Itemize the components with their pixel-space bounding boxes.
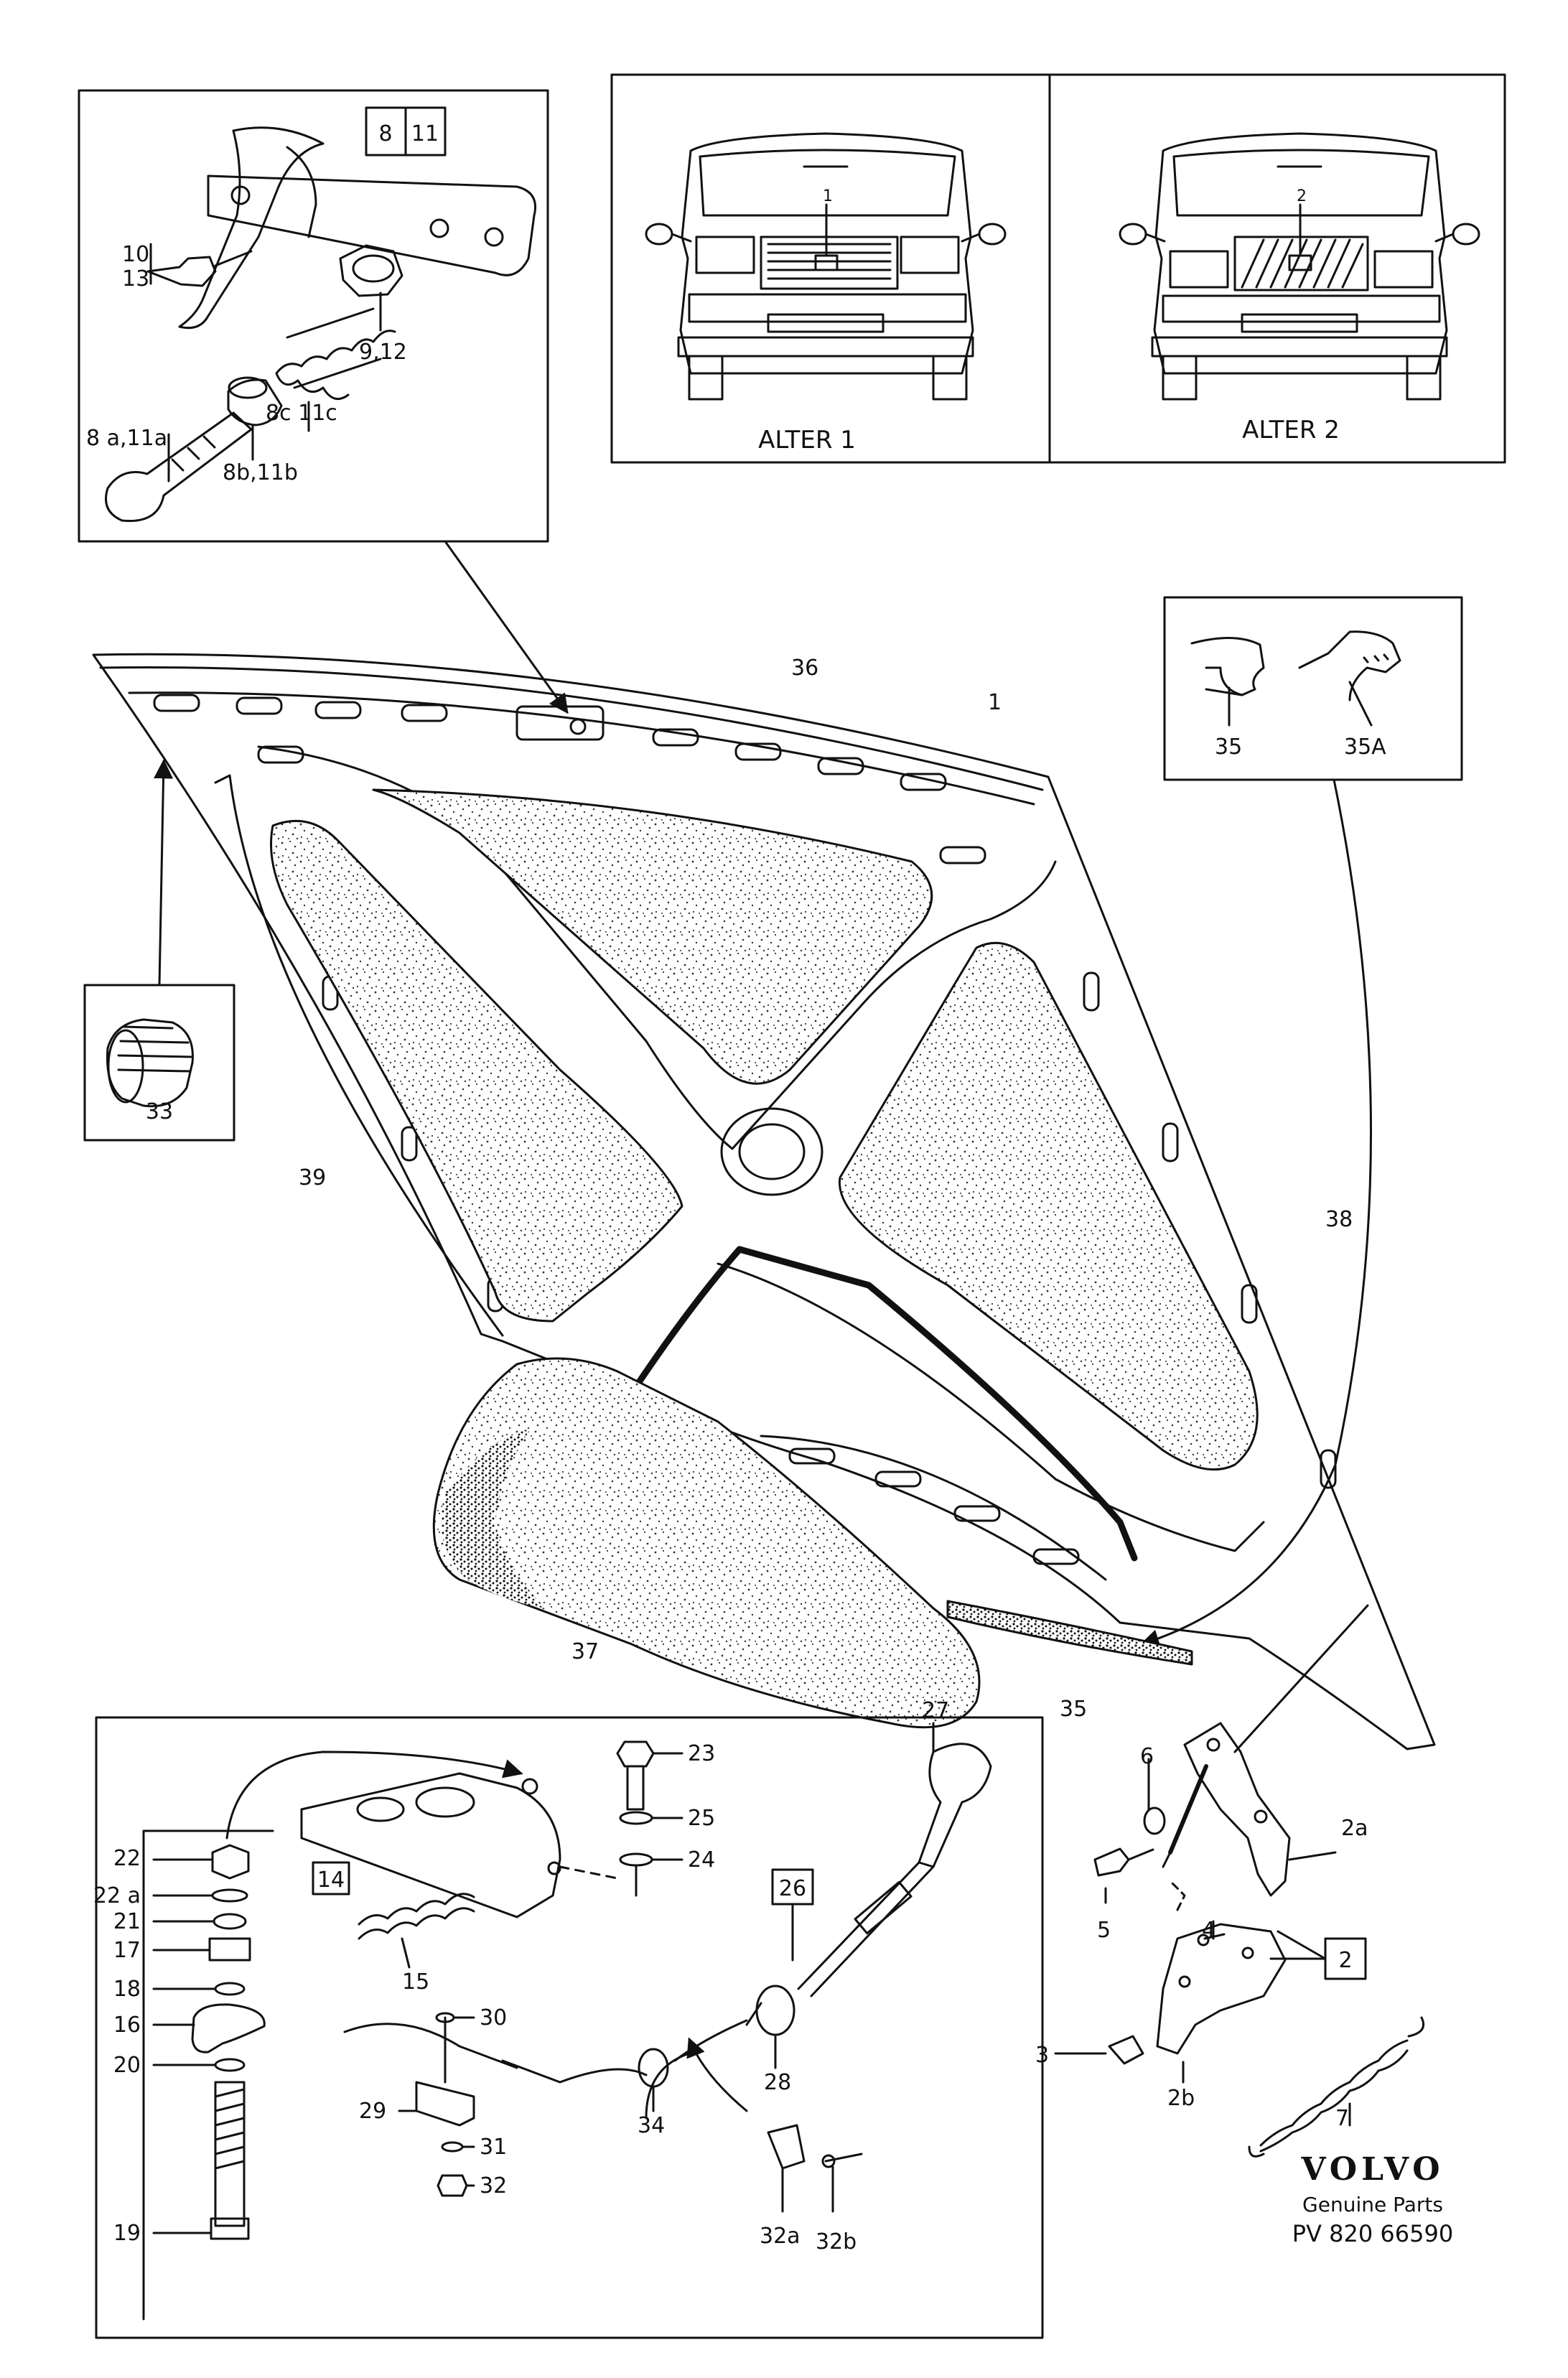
release-grommet-label: 28	[764, 2070, 791, 2095]
latch-bush-label: 8b,11b	[223, 460, 298, 485]
part-code: PV 820 66590	[1292, 2220, 1453, 2247]
release-inset-frame	[95, 1716, 1044, 2339]
hinge-upper-label: 2a	[1341, 1816, 1368, 1841]
release-clip2-label: 32a	[760, 2224, 801, 2249]
alternatives-frame	[610, 73, 1506, 464]
release-boxed-26: 26	[779, 1876, 806, 1901]
alter2-caption: ALTER 2	[1242, 416, 1340, 444]
release-clip-label: 29	[359, 2099, 386, 2124]
alter2-marker: 2	[1297, 187, 1307, 205]
alternatives-inset	[610, 73, 1506, 464]
insulation-37-label: 37	[571, 1639, 599, 1664]
release-cable-grommet-label: 34	[638, 2113, 665, 2138]
release-boxed-label-14	[312, 1861, 350, 1896]
latch-inset	[78, 89, 569, 714]
release-washer-b-label: 24	[688, 1847, 715, 1873]
hinge-boxed-label: 2	[1338, 1948, 1352, 1973]
stack-label-16: 16	[113, 2013, 141, 2038]
bumper-leader-line	[154, 759, 174, 987]
seal-strip-label: 35	[1060, 1697, 1087, 1722]
latch-boxed-label-b: 11	[411, 121, 439, 146]
latch-pin-label: 8 a,11a	[86, 426, 167, 451]
latch-spring-label: 8c 11c	[266, 401, 337, 426]
seal-inset-label-35: 35	[1215, 735, 1242, 760]
stack-label-21: 21	[113, 1909, 141, 1934]
insulation-pad-36	[372, 788, 933, 1085]
release-washer-c-label: 31	[480, 2135, 507, 2160]
hood-label: 1	[988, 690, 1002, 715]
seal-inset-frame	[1163, 596, 1463, 781]
hinge-spring-label: 7	[1335, 2106, 1349, 2131]
stack-label-18: 18	[113, 1977, 141, 2002]
car-front-alter1	[645, 132, 1007, 401]
brand-logo: VOLVO	[1300, 2151, 1444, 2188]
insulation-pad-39	[270, 819, 683, 1323]
insulation-39-label: 39	[299, 1165, 326, 1190]
release-inset	[95, 1716, 1044, 2339]
release-handle-label: 27	[922, 1698, 949, 1723]
seal-inset-label-35a: 35A	[1344, 735, 1386, 760]
latch-nut-label: 9,12	[359, 340, 407, 365]
alter1-marker: 1	[823, 187, 833, 205]
hinge-screw-label: 4	[1202, 1918, 1215, 1943]
stack-label-17: 17	[113, 1938, 141, 1963]
release-nut-label: 32	[480, 2173, 507, 2199]
hinge-assembly	[1054, 1604, 1425, 2158]
hood-center-boss	[720, 1107, 823, 1196]
stack-label-22a: 22 a	[93, 1883, 141, 1908]
bumper-inset-label: 33	[146, 1099, 173, 1124]
latch-inset-frame	[78, 89, 549, 543]
stack-label-22: 22	[113, 1846, 141, 1871]
hinge-bolt-label: 5	[1097, 1918, 1111, 1943]
insulation-pad-37	[432, 1357, 981, 1729]
alter1-caption: ALTER 1	[758, 426, 856, 454]
insulation-38-label: 38	[1325, 1207, 1353, 1232]
latch-leader-line	[444, 540, 569, 714]
release-screw2-label: 32b	[816, 2229, 857, 2255]
stack-label-20: 20	[113, 2053, 141, 2078]
hood	[92, 653, 1436, 1750]
car-front-alter2	[1119, 132, 1480, 401]
stack-label-19: 19	[113, 2221, 141, 2246]
hinge-washer-label: 6	[1140, 1744, 1154, 1769]
hinge-clip-label: 3	[1035, 2043, 1049, 2068]
release-boxed-14: 14	[317, 1868, 345, 1893]
latch-boxed-label-a: 8	[378, 121, 392, 146]
insulation-pad-38	[838, 941, 1259, 1471]
release-washer-a-label: 25	[688, 1806, 715, 1831]
brand-tagline: Genuine Parts	[1302, 2193, 1443, 2216]
bumper-inset	[83, 759, 235, 1142]
hinge-lower-label: 2b	[1167, 2086, 1195, 2111]
seal-leader-line	[1139, 778, 1372, 1649]
latch-bolt-label-b: 13	[122, 266, 149, 292]
release-screw-label: 30	[480, 2005, 507, 2030]
insulation-36-label: 36	[791, 656, 818, 681]
release-bolt-top-label: 23	[688, 1741, 715, 1766]
latch-bolt-label-a: 10	[122, 242, 149, 267]
release-spring-label: 15	[402, 1969, 429, 1995]
seal-inset	[1139, 596, 1463, 1649]
seal-strip-35	[946, 1600, 1193, 1666]
